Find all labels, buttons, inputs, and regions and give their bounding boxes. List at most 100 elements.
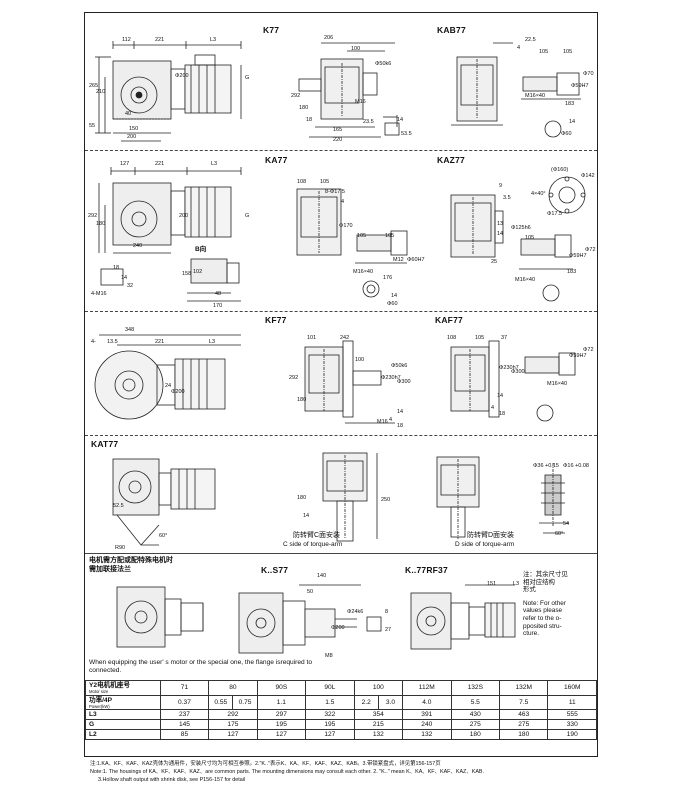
dim-292b: 292: [88, 213, 98, 219]
cell: 275: [499, 719, 549, 730]
dim-102: 102: [193, 269, 203, 275]
dim-m16x40: M16×40: [525, 93, 546, 99]
power-cell: 0.55: [208, 694, 234, 710]
label-k77: K77: [263, 25, 280, 35]
label-krf37: K..77RF37: [405, 565, 448, 575]
dim-m16b: M16: [377, 419, 388, 425]
dim-4c: 4: [389, 417, 393, 423]
drawing-sheet: K77 KAB77 112 221 L3 265 210: [84, 12, 598, 757]
power-cell: 1.5: [305, 694, 355, 710]
dim-14g: 14: [497, 393, 504, 399]
section-divider: [85, 150, 597, 151]
torque-arm-c-cn: 防转臂C面安装: [293, 532, 341, 539]
dim-150: 150: [129, 126, 139, 132]
motor-note-en: When equipping the user' s motor or the …: [89, 659, 313, 674]
dim-d17-5: Φ17.5: [547, 211, 563, 217]
dim-100: 100: [351, 46, 361, 52]
dim-m16x40c: M16×40: [515, 277, 536, 283]
dim-d125h6: Φ125h6: [511, 225, 531, 231]
dim-140: 140: [317, 573, 327, 579]
dim-105b: 105: [563, 49, 573, 55]
col-80: 80: [208, 680, 258, 696]
dim-14: 14: [397, 117, 404, 123]
kat77-d-view: [431, 443, 501, 543]
dim-206: 206: [324, 35, 334, 41]
dim-d59h7c: Φ59H7: [569, 353, 587, 359]
dim-14e: 14: [497, 231, 504, 237]
power-cell: 5.5: [450, 694, 501, 710]
dim-d59h7: Φ59H7: [571, 83, 589, 89]
dim-180b: 180: [96, 221, 106, 227]
power-cell: 0.75: [232, 694, 258, 710]
section-divider: [85, 435, 597, 436]
cell: 132: [353, 729, 404, 740]
col-160m: 160M: [547, 680, 597, 696]
dim-158: 158: [182, 271, 192, 277]
dim-4-m16: 4-M16: [91, 291, 107, 297]
dim-112: 112: [122, 37, 131, 43]
dim-180d: 180: [297, 495, 307, 501]
dim-200b: 200: [179, 213, 189, 219]
dim-165: 165: [333, 127, 343, 133]
table-row-l2: L2 85 127 127 127 132 132 180 180 190: [85, 729, 597, 740]
dim-105g: 105: [475, 335, 485, 341]
dim-d72: Φ72: [585, 247, 596, 253]
cell: 275: [450, 719, 501, 730]
cell: 292: [208, 709, 258, 720]
dim-l3c: L3: [209, 339, 216, 345]
dim-60deg: 60°: [159, 533, 168, 539]
dim-100b: 100: [355, 357, 365, 363]
cell: 127: [305, 729, 355, 740]
cell: 330: [547, 719, 597, 730]
dim-d170: Φ170: [339, 223, 353, 229]
dim-4x40: 4×40°: [531, 191, 546, 197]
dim-9: 9: [499, 183, 503, 189]
dim-200: 200: [127, 134, 137, 140]
cell: 322: [305, 709, 355, 720]
dim-23-5: 23.5: [363, 119, 374, 125]
dim-4-prefix: 4-: [91, 339, 96, 345]
label-kat77: KAT77: [91, 439, 119, 449]
footnote-en-1: Note:1. The housings of KA、KF、KAF、KAZ、ar…: [90, 769, 485, 775]
dim-52-5: 52.5: [113, 503, 124, 509]
dim-54: 54: [563, 521, 570, 527]
motor-note-cn-2: 需加联接法兰: [89, 566, 131, 573]
dim-14d: 14: [391, 293, 398, 299]
dim-13-5: 13.5: [107, 339, 118, 345]
side-note-en-4: pposited stru-: [523, 622, 562, 630]
dim-bore: Φ200: [175, 73, 189, 79]
dim-151: 151: [487, 581, 497, 587]
dim-18b: 18: [113, 265, 120, 271]
dim-221: 221: [155, 37, 165, 43]
motor-note-cn-1: 电机需方配或配特殊电机时: [89, 557, 173, 564]
dim-221c: 221: [155, 339, 165, 345]
dim-m16: M16: [355, 99, 366, 105]
dim-18: 18: [306, 117, 313, 123]
dim-105a: 105: [539, 49, 549, 55]
dim-183: 183: [565, 101, 575, 107]
cell: 180: [450, 729, 501, 740]
dim-d160: (Φ160): [551, 167, 569, 173]
dim-d59h7b: Φ59H7: [569, 253, 587, 259]
dim-292c: 292: [289, 375, 299, 381]
side-note-cn-2: 相对应结构: [523, 578, 555, 586]
side-note-en-2: values please: [523, 607, 563, 615]
cell: 190: [547, 729, 597, 740]
dim-d230h7: Φ230h7: [381, 375, 401, 381]
kat77-shaft-detail: [525, 453, 591, 539]
dim-d230h7b: Φ230h7: [499, 365, 519, 371]
dim-d50k6: Φ50k6: [375, 61, 392, 67]
dim-d142: Φ142: [581, 173, 595, 179]
dim-24: 24: [165, 383, 172, 389]
torque-arm-d-cn: 防转臂D面安装: [467, 532, 515, 539]
col-90l: 90L: [305, 680, 355, 696]
kf77-side-view: [285, 331, 415, 433]
dim-60deg-b: 60°: [555, 531, 564, 537]
label-kaf77: KAF77: [435, 315, 463, 325]
cell: 180: [499, 729, 549, 740]
k77-front-view: [91, 37, 259, 147]
dim-183b: 183: [567, 269, 577, 275]
dim-14h: 14: [303, 513, 310, 519]
dim-40: 40: [125, 111, 132, 117]
dim-d200: Φ200: [171, 389, 185, 395]
